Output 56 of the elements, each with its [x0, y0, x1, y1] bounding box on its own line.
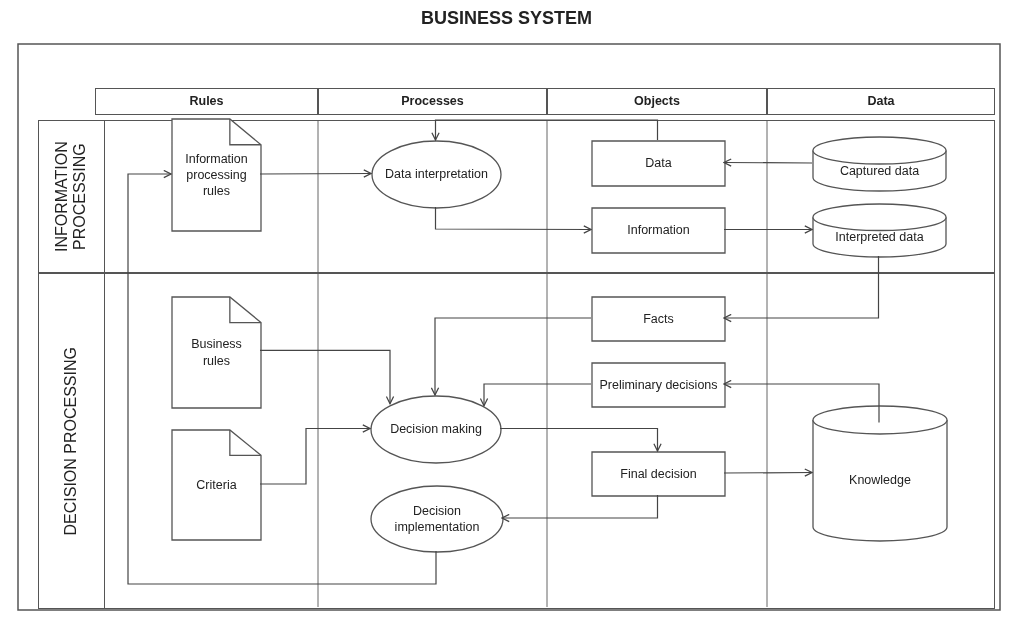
arrow: [723, 468, 813, 477]
data-cylinder: [813, 406, 947, 541]
column-title: Data: [866, 93, 896, 110]
data-cylinder: [813, 137, 946, 191]
object-box: [592, 141, 725, 186]
arrow: [723, 225, 813, 234]
object-box: [592, 297, 725, 341]
node-label: Decision implementation: [393, 502, 481, 536]
process-ellipse: [371, 486, 503, 552]
node-label: Information processing rules: [184, 150, 249, 200]
node-label: Interpreted data: [834, 229, 925, 246]
diagram-title: BUSINESS SYSTEM: [419, 8, 593, 29]
arrow: [259, 349, 395, 405]
column-title: Rules: [188, 93, 225, 110]
object-box: [592, 363, 725, 407]
process-ellipse: [371, 396, 501, 463]
column-header: [767, 88, 995, 115]
arrow: [723, 255, 880, 323]
document-shape: [172, 297, 261, 408]
swimlane: [38, 120, 995, 273]
document-shape: [172, 430, 261, 540]
node-label: Business rules: [190, 336, 243, 369]
arrow: [499, 427, 662, 452]
arrow: [479, 383, 592, 407]
data-cylinder: [813, 204, 946, 257]
node-label: Data interpretation: [384, 166, 489, 183]
node-label: Final decision: [619, 465, 698, 483]
object-box: [592, 452, 725, 496]
arrow: [259, 169, 372, 178]
node-label: Facts: [642, 310, 675, 328]
column-header: [318, 88, 547, 115]
node-label: Captured data: [838, 162, 921, 179]
lane-title: DECISION PROCESSING: [62, 346, 81, 536]
node-label: Data: [644, 155, 673, 172]
object-box: [592, 208, 725, 253]
arrow: [501, 494, 659, 523]
node-label: Criteria: [195, 476, 238, 494]
arrow: [431, 119, 659, 141]
column-title: Objects: [633, 93, 681, 110]
process-ellipse: [372, 141, 501, 208]
arrow: [723, 379, 880, 424]
node-label: Knowledge: [848, 472, 912, 489]
arrow: [430, 317, 592, 396]
column-header: [95, 88, 318, 115]
node-label: Preliminary decisions: [598, 376, 719, 394]
arrow: [127, 169, 437, 585]
column-title: Processes: [400, 93, 465, 110]
lane-title: INFORMATION PROCESSING: [53, 140, 90, 254]
arrow: [723, 158, 813, 167]
swimlane: [38, 273, 995, 609]
node-label: Decision making: [389, 421, 483, 438]
arrow: [259, 424, 371, 485]
node-label: Information: [626, 222, 691, 239]
column-header: [547, 88, 767, 115]
arrow: [434, 206, 592, 234]
document-shape: [172, 119, 261, 231]
